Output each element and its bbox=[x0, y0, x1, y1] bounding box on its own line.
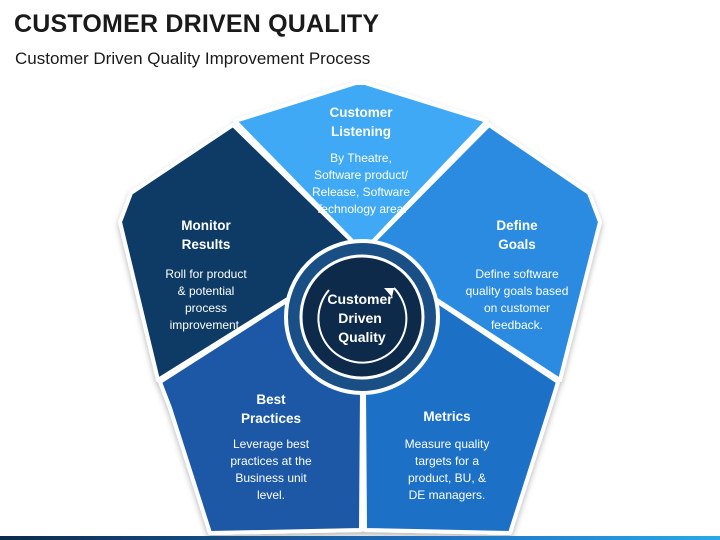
segment-body-line: DE managers. bbox=[409, 488, 486, 502]
segment-title-line: Best bbox=[256, 392, 286, 407]
svg-text:By Theatre,Software product/Re: By Theatre, Software product/Release, Sof… bbox=[312, 151, 410, 216]
segment-title-line: Metrics bbox=[423, 409, 470, 424]
segment-title-line: Customer bbox=[329, 105, 393, 120]
segment-body-line: Business unit bbox=[235, 471, 307, 485]
hub-text-line: Quality bbox=[338, 329, 386, 345]
cycle-arrow-arc bbox=[317, 287, 408, 364]
segment-body-line: product, BU, & bbox=[408, 471, 486, 485]
hub-core bbox=[299, 254, 425, 380]
hub-text-line: Driven bbox=[338, 310, 382, 326]
svg-text:Metrics: Metrics bbox=[423, 409, 470, 424]
segment-body-line: process bbox=[185, 301, 227, 315]
bottom-accent-bar bbox=[0, 536, 720, 540]
segment-body-line: Technology area. bbox=[315, 202, 406, 216]
segment-title-line: Goals bbox=[498, 237, 536, 252]
segment-title-line: Monitor bbox=[181, 218, 231, 233]
segment-body-line: on customer bbox=[484, 301, 550, 315]
segment-body-line: By Theatre, bbox=[330, 151, 392, 165]
segment-title-line: Define bbox=[496, 218, 538, 233]
page-subtitle: Customer Driven Quality Improvement Proc… bbox=[15, 49, 371, 68]
segment-body-line: Release, Software bbox=[312, 185, 410, 199]
segment-body-line: & potential bbox=[178, 284, 235, 298]
segment-title-line: Practices bbox=[241, 411, 301, 426]
cycle-arrow-head-icon bbox=[384, 288, 394, 297]
segment-customer-listening bbox=[233, 81, 489, 254]
hub: Customer Driven Quality bbox=[284, 239, 440, 395]
page-title: CUSTOMER DRIVEN QUALITY bbox=[14, 10, 380, 38]
segment-body-line: Roll for product bbox=[165, 267, 247, 281]
segment-body-line: Measure quality bbox=[405, 437, 490, 451]
segment-body-line: practices at the bbox=[230, 454, 312, 468]
segment-body-line: Leverage best bbox=[233, 437, 310, 451]
svg-text:Customer Driven Qu: Customer Driven Quality bbox=[327, 291, 396, 345]
hub-text-line: Customer bbox=[327, 291, 393, 307]
segment-title-line: Results bbox=[182, 237, 231, 252]
segment-body-line: improvement. bbox=[170, 318, 243, 332]
segment-title-line: Listening bbox=[331, 124, 391, 139]
segment-body-line: level. bbox=[257, 488, 285, 502]
segment-body-line: feedback. bbox=[491, 318, 543, 332]
label-metrics: Metrics Measure quality targets for a prod… bbox=[405, 409, 490, 502]
segment-body-line: quality goals based bbox=[466, 284, 569, 298]
segment-monitor-results bbox=[118, 123, 365, 382]
segment-body-line: Define software bbox=[475, 267, 559, 281]
segment-body-line: Software product/ bbox=[314, 168, 409, 182]
segment-body-line: targets for a bbox=[415, 454, 479, 468]
segment-define-goals bbox=[361, 123, 602, 382]
